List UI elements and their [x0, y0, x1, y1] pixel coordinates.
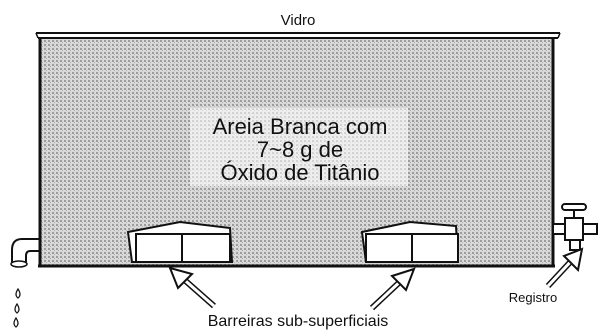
barriers-label: Barreiras sub-superficiais	[208, 313, 389, 330]
valve-label: Registro	[509, 290, 557, 305]
glass-label: Vidro	[281, 12, 316, 29]
water-drops	[13, 287, 21, 328]
valve-icon	[552, 203, 598, 251]
barrier-right	[360, 220, 460, 263]
arrow-to-left-barrier	[168, 266, 216, 309]
barrier-left	[126, 220, 234, 263]
sand-label-line1: Areia Branca com	[213, 114, 388, 139]
outlet-pipe	[10, 238, 40, 268]
glass-cover	[35, 32, 561, 39]
arrow-to-right-barrier	[369, 267, 416, 311]
sand-label-line2: 7~8 g de	[257, 137, 343, 162]
arrow-to-valve	[545, 247, 584, 289]
sand-label-line3: Óxido de Titânio	[221, 160, 380, 185]
